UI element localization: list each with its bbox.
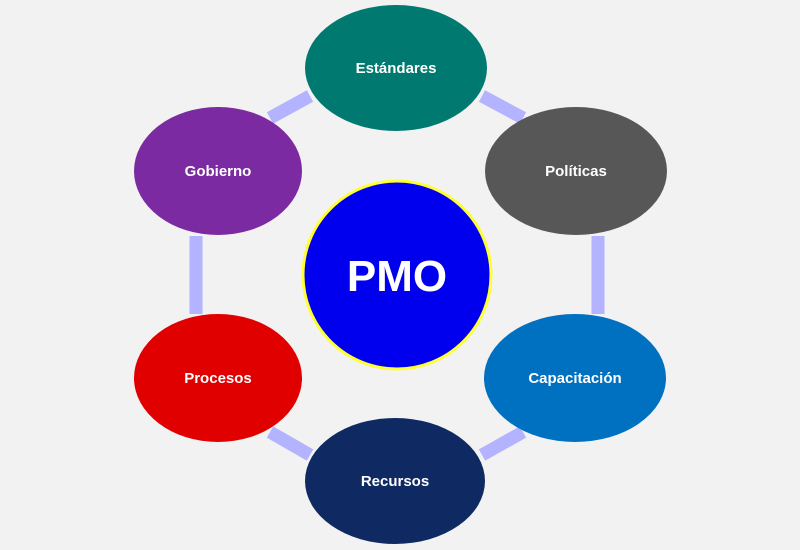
connector-recursos-procesos: [266, 426, 314, 461]
node-gobierno-shape: [134, 107, 302, 235]
node-procesos-shape: [134, 314, 302, 442]
node-procesos-label: Procesos: [184, 370, 252, 387]
center-node: PMO: [301, 179, 493, 371]
node-gobierno: Gobierno: [134, 107, 302, 235]
node-estandares-label: Estándares: [356, 60, 437, 77]
node-recursos-label: Recursos: [361, 473, 429, 490]
node-estandares-shape: [305, 5, 487, 131]
node-estandares: Estándares: [305, 5, 487, 131]
node-gobierno-label: Gobierno: [185, 163, 252, 180]
center-circle: [301, 179, 493, 371]
center-label: PMO: [347, 252, 447, 301]
node-politicas-label: Políticas: [545, 163, 607, 180]
node-politicas-shape: [485, 107, 667, 235]
ring-connectors: [189, 90, 605, 461]
node-capacitacion-shape: [484, 314, 666, 442]
connector-estandares-politicas: [478, 90, 527, 124]
node-politicas: Políticas: [485, 107, 667, 235]
node-recursos: Recursos: [305, 418, 485, 544]
node-recursos-shape: [305, 418, 485, 544]
node-capacitacion: Capacitación: [484, 314, 666, 442]
connector-capacitacion-recursos: [478, 426, 527, 461]
node-procesos: Procesos: [134, 314, 302, 442]
connector-gobierno-estandares: [266, 90, 314, 124]
node-capacitacion-label: Capacitación: [528, 370, 621, 387]
